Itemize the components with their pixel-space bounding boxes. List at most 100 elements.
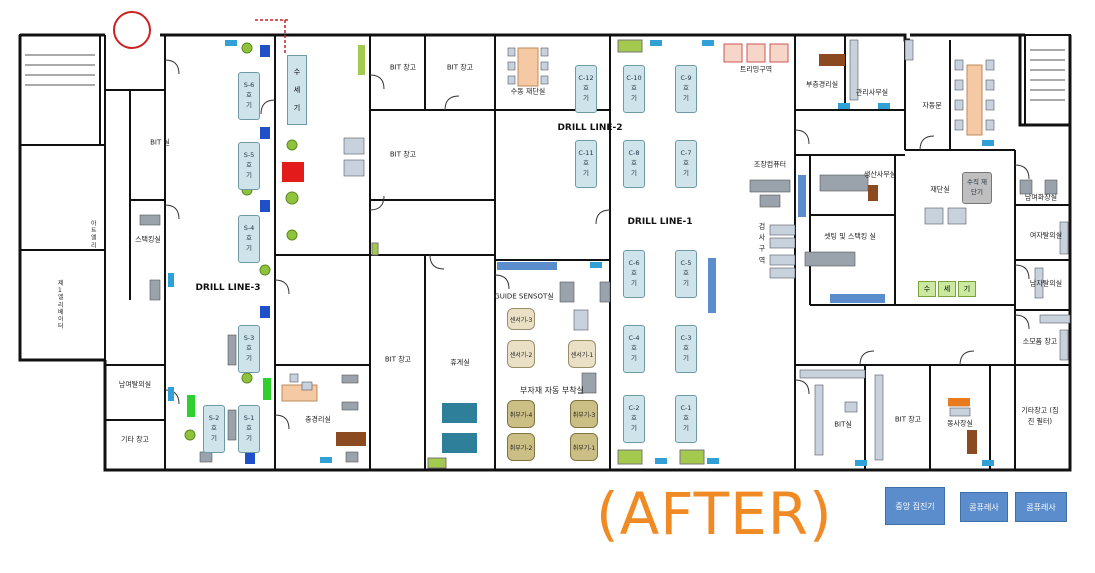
machine-suffix: 호 — [683, 344, 689, 353]
room-admin-office: 관리사무실 — [855, 88, 889, 97]
ejector-1: 취부기-1 — [570, 433, 598, 461]
machine-name: C-3 — [680, 334, 692, 343]
room-inspection: 검 사 구 역 — [758, 222, 766, 265]
machine-suffix: 호 — [631, 159, 637, 168]
machine-suffix: 호 — [631, 414, 637, 423]
room-restroom-right: 남여화장실 — [1024, 193, 1058, 202]
machine-suffix: 기 — [246, 170, 252, 179]
machine-name: C-4 — [628, 334, 640, 343]
machine-suffix: 호 — [683, 159, 689, 168]
machine-name: C-8 — [628, 149, 640, 158]
sensor-3: 센서기-3 — [507, 308, 535, 330]
machine-suffix: 호 — [631, 84, 637, 93]
washer-char-2: 세 — [938, 281, 956, 297]
room-meeting: 충경리실 — [305, 415, 331, 424]
machine-suffix: 기 — [246, 243, 252, 252]
legend-central-dust-collector: 중앙 집진기 — [885, 487, 945, 525]
machine-name: S-1 — [243, 414, 255, 423]
sensor-2: 센서기-2 — [507, 340, 535, 368]
manual-cutter: 수직 재단기 — [962, 172, 992, 204]
machine-suffix: 호 — [246, 161, 252, 170]
room-auto-door: 자동문 — [922, 101, 942, 110]
room-consumables: 소모품 창고 — [1022, 337, 1058, 346]
legend-compressor-1: 콤퓨레사 — [960, 492, 1008, 522]
machine-name: C-5 — [680, 259, 692, 268]
machine-suffix: 기 — [683, 278, 689, 287]
room-bit-storage-4: BIT 창고 — [384, 355, 412, 364]
machine-name: S-3 — [243, 334, 255, 343]
machine-suffix: 기 — [583, 93, 589, 102]
machine-suffix: 기 — [631, 168, 637, 177]
room-bit-room-2: BIT실 — [834, 420, 852, 429]
room-sub-auto-attach: 부자재 자동 부착실 — [520, 386, 584, 395]
room-cutting: 재단실 — [930, 185, 950, 194]
machine-suffix: 호 — [683, 414, 689, 423]
room-bit-storage-3: BIT 창고 — [389, 150, 417, 159]
room-guide-sensor: GUIDE SENSOT실 — [494, 292, 554, 301]
machine-name: S-2 — [208, 414, 220, 423]
room-manual-cut: 수동 재단실 — [510, 87, 546, 96]
room-setting-stacking: 셋팅 및 스택킹 실 — [824, 232, 876, 241]
room-scheduling: 조장컴퓨터 — [753, 160, 787, 169]
washer-v-char-1: 수 — [293, 68, 301, 76]
manual-cutter-label: 수직 재단기 — [967, 178, 988, 196]
machine-suffix: 기 — [683, 168, 689, 177]
machine-suffix: 기 — [246, 433, 252, 442]
room-stairs-left-2: 아트 엘리 — [91, 220, 97, 250]
machine-name: S-6 — [243, 81, 255, 90]
sensor-1: 센서기-1 — [568, 340, 596, 368]
room-bit-storage-2: BIT 창고 — [446, 63, 474, 72]
zone-drill-line-3: DRILL LINE-3 — [195, 283, 261, 293]
machine-suffix: 호 — [246, 424, 252, 433]
machine-name: S-4 — [243, 224, 255, 233]
washer-vertical: 수 세 기 — [287, 55, 307, 125]
machine-suffix: 호 — [583, 159, 589, 168]
machine-suffix: 기 — [211, 433, 217, 442]
machine-suffix: 기 — [246, 100, 252, 109]
machine-name: C-11 — [578, 149, 594, 158]
machine-name: C-12 — [578, 74, 594, 83]
machine-suffix: 기 — [683, 423, 689, 432]
machine-suffix: 기 — [583, 168, 589, 177]
washer-v-char-2: 세 — [293, 86, 301, 94]
machine-name: C-1 — [680, 404, 692, 413]
room-president: 동사장실 — [947, 419, 973, 428]
machine-name: C-10 — [626, 74, 642, 83]
zone-drill-line-1: DRILL LINE-1 — [627, 217, 693, 227]
machine-suffix: 호 — [683, 84, 689, 93]
machine-suffix: 호 — [631, 344, 637, 353]
machine-suffix: 기 — [631, 353, 637, 362]
machine-suffix: 기 — [683, 93, 689, 102]
machine-suffix: 호 — [211, 424, 217, 433]
room-other-storage: 기타창고 (집진 필터) — [1021, 406, 1059, 426]
room-trimming: 트리밍구역 — [739, 65, 773, 74]
machine-suffix: 기 — [246, 353, 252, 362]
zone-drill-line-2: DRILL LINE-2 — [557, 123, 623, 133]
room-misc-storage: 기타 창고 — [121, 435, 149, 444]
machine-suffix: 호 — [631, 269, 637, 278]
legend-compressor-2: 콤퓨레사 — [1015, 492, 1067, 522]
machine-name: C-9 — [680, 74, 692, 83]
machine-suffix: 호 — [246, 234, 252, 243]
washer-horizontal: 수 세 기 — [918, 281, 976, 297]
machine-name: C-7 — [680, 149, 692, 158]
room-bit-storage-1: BIT 창고 — [389, 63, 417, 72]
room-restroom: 남여탈의실 — [118, 380, 152, 389]
room-production-office: 생산사무실 — [863, 170, 897, 179]
room-bit-room: BIT 실 — [150, 138, 170, 147]
